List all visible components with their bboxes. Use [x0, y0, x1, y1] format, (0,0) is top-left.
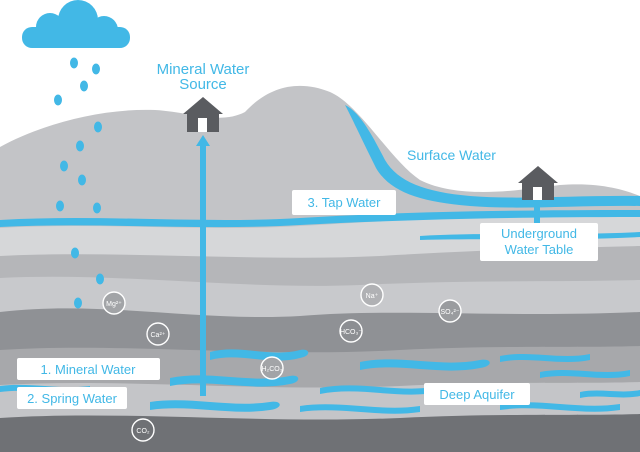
tap-pipe: [534, 200, 540, 235]
mineral-water-label-box: 1. Mineral Water: [17, 358, 160, 380]
rain-cloud-icon: [22, 0, 130, 48]
ion-co2: CO₂: [131, 418, 155, 442]
ion-so4: SO₄²⁻: [438, 299, 462, 323]
raindrops: [54, 57, 104, 309]
svg-text:Water Table: Water Table: [505, 242, 574, 257]
underground-water-table-label-box: Underground Water Table: [480, 223, 598, 261]
surface-water-label: Surface Water: [407, 147, 496, 163]
ion-mg: Mg²⁺: [102, 291, 126, 315]
svg-text:2. Spring Water: 2. Spring Water: [27, 391, 118, 406]
mineral-source-title-line2: Source: [179, 76, 227, 93]
svg-text:SO₄²⁻: SO₄²⁻: [441, 309, 460, 316]
ion-hco3: HCO₃⁻: [339, 319, 363, 343]
svg-text:Underground: Underground: [501, 226, 577, 241]
ion-na: Na⁺: [360, 283, 384, 307]
ion-h2co3: H₂CO₃: [260, 356, 284, 380]
svg-text:1. Mineral Water: 1. Mineral Water: [41, 362, 137, 377]
svg-text:HCO₃⁻: HCO₃⁻: [340, 329, 362, 336]
mineral-source-title-line1: Mineral Water: [157, 61, 250, 78]
spring-water-label-box: 2. Spring Water: [17, 387, 127, 409]
tap-water-label-box: 3. Tap Water: [292, 190, 396, 215]
svg-text:Ca²⁺: Ca²⁺: [151, 332, 166, 339]
mineral-source-house-icon: [183, 97, 223, 132]
surface-water-river: [345, 105, 640, 208]
bedrock-layer: [0, 414, 640, 452]
svg-text:Na⁺: Na⁺: [366, 293, 379, 300]
mineral-pipe-arrow-icon: [196, 135, 210, 146]
water-table-band: [0, 210, 640, 228]
svg-text:H₂CO₃: H₂CO₃: [261, 366, 282, 373]
svg-text:Mg²⁺: Mg²⁺: [106, 301, 122, 308]
svg-text:3. Tap Water: 3. Tap Water: [308, 195, 382, 210]
deep-aquifer-label-box: Deep Aquifer: [424, 383, 530, 405]
ion-ca: Ca²⁺: [146, 322, 170, 346]
svg-text:Deep Aquifer: Deep Aquifer: [439, 387, 515, 402]
surface-house-icon: [518, 166, 558, 200]
svg-text:CO₂: CO₂: [136, 428, 150, 435]
mineral-pipe: [200, 146, 206, 396]
